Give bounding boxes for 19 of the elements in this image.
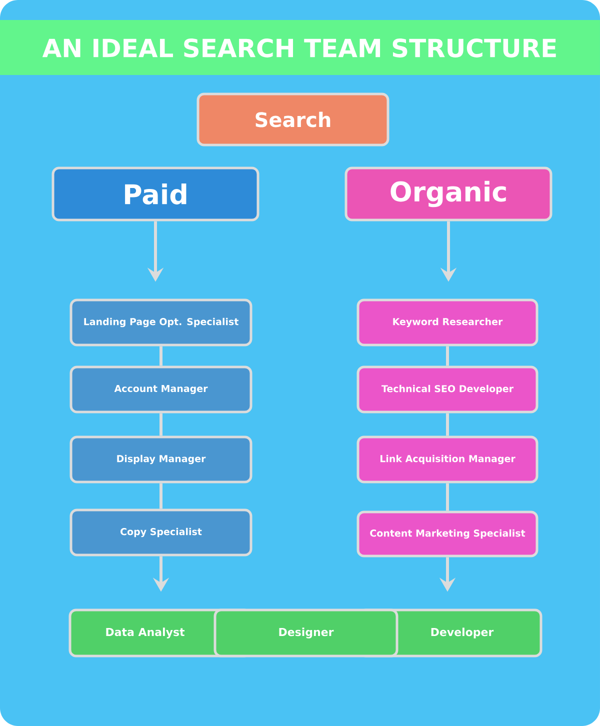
category-box: Organic xyxy=(344,166,552,222)
connector-line xyxy=(446,413,449,436)
role-box: Link Acquisition Manager xyxy=(356,436,538,484)
shared-role-box: Designer xyxy=(214,608,398,658)
role-box: Technical SEO Developer xyxy=(356,366,538,414)
connector-line xyxy=(160,413,162,436)
connector-line xyxy=(446,346,449,366)
connector-line xyxy=(446,483,449,511)
role-box: Content Marketing Specialist xyxy=(356,510,538,558)
title-banner: AN IDEAL SEARCH TEAM STRUCTURE xyxy=(0,20,600,75)
role-box: Landing Page Opt. Specialist xyxy=(70,298,252,346)
connector-line xyxy=(160,346,162,366)
category-box: Paid xyxy=(52,166,260,222)
connector-line xyxy=(160,483,162,509)
role-box: Copy Specialist xyxy=(70,508,252,556)
role-box: Display Manager xyxy=(70,436,252,484)
role-box: Keyword Researcher xyxy=(356,298,538,346)
category-box: Search xyxy=(196,92,390,146)
role-box: Account Manager xyxy=(70,366,252,414)
